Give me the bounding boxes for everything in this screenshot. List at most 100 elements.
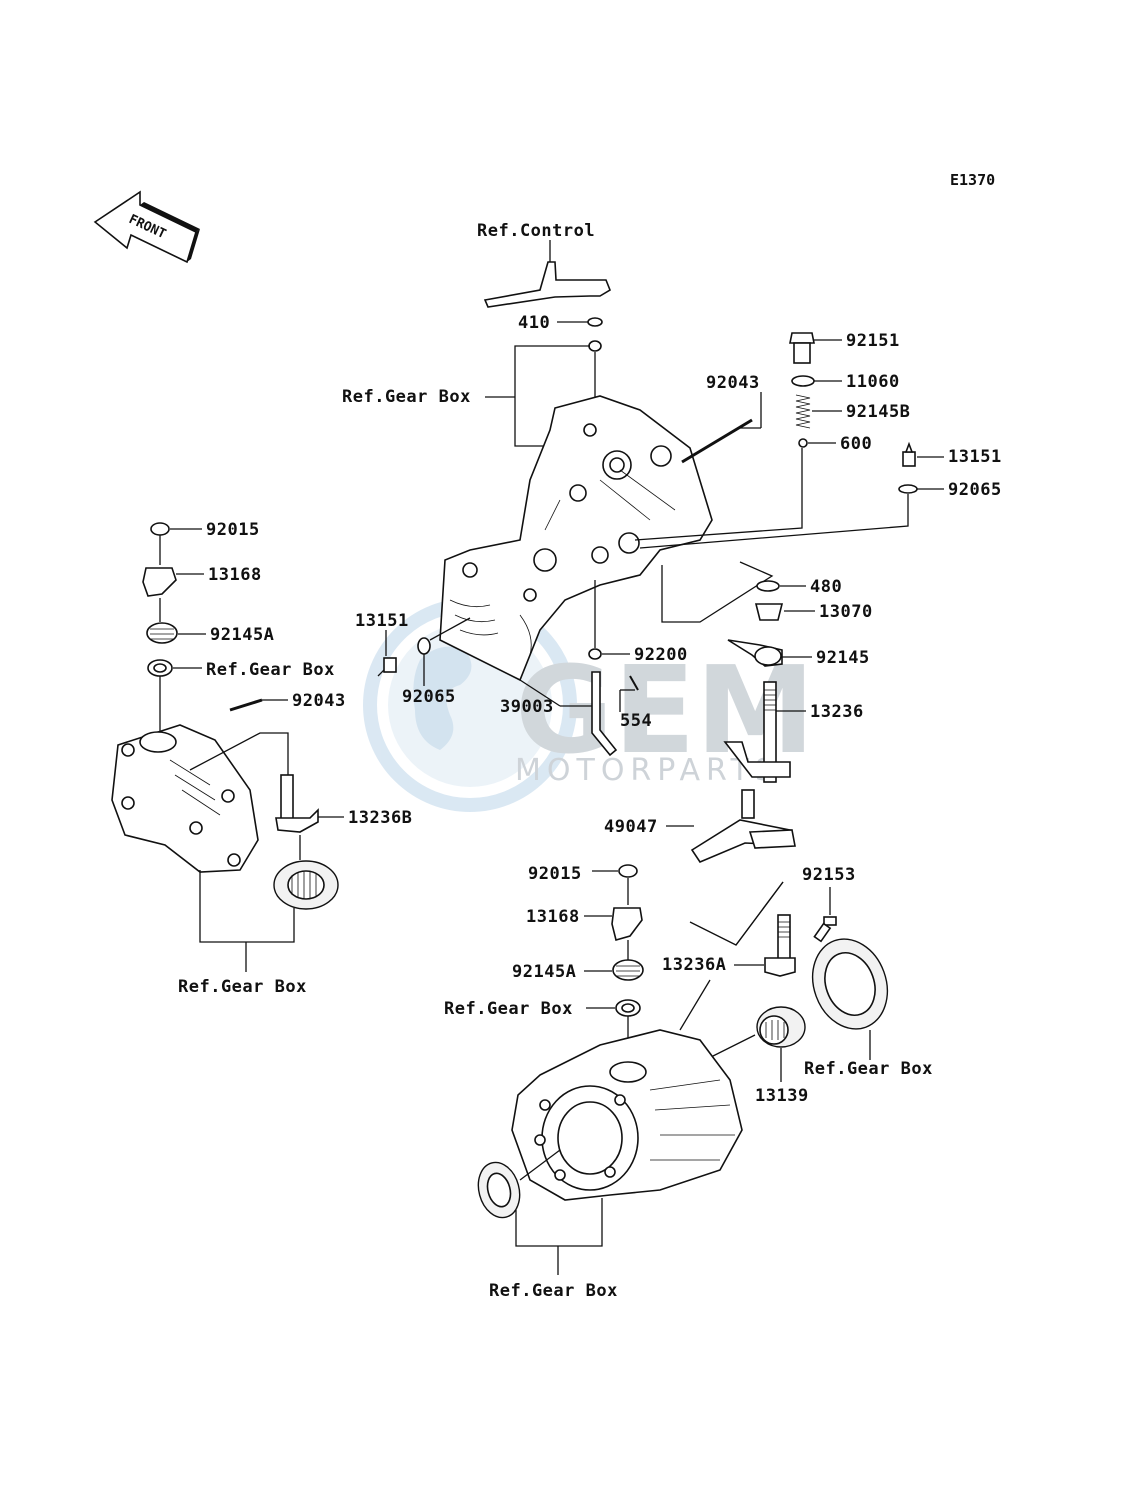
control-bracket	[483, 240, 611, 308]
spring-92145A-left-icon	[146, 622, 178, 644]
label-ref-gear-box-top: Ref.Gear Box	[342, 387, 471, 407]
label-13151-left: 13151	[355, 611, 409, 631]
lever-39003-icon	[591, 671, 618, 757]
left-case-hole-2	[121, 796, 135, 810]
gear-left-teeth	[291, 872, 317, 898]
gear-left-icon	[273, 860, 339, 910]
label-92145A-left: 92145A	[210, 625, 274, 645]
lower-case-hole-2	[534, 1134, 546, 1146]
label-92153: 92153	[802, 865, 856, 885]
bolt-92153-head	[823, 916, 837, 926]
circlip-480-icon	[756, 580, 780, 592]
switch-13151-left-tip	[377, 669, 385, 677]
lead-ref-gear-box-left-bottom	[199, 870, 295, 943]
gear-left-inner	[287, 870, 325, 900]
bolt-92153-icon	[813, 916, 837, 943]
diagram-code: E1370	[950, 171, 995, 189]
label-ref-gear-box-left: Ref.Gear Box	[206, 660, 335, 680]
lower-case-ribs	[649, 1079, 735, 1161]
ball-600-icon	[798, 438, 808, 448]
label-92015-mid: 92015	[528, 864, 582, 884]
switch-13151-right-icon	[902, 441, 916, 467]
bearing-right-inner	[824, 952, 876, 1016]
switch-13151-right-body	[902, 451, 916, 467]
lower-gear-case	[511, 1029, 743, 1201]
upper-case-details	[544, 469, 676, 531]
label-13168-mid: 13168	[526, 907, 580, 927]
left-gear-case	[111, 724, 259, 873]
left-case-bore	[139, 731, 177, 753]
spring-92145-icon	[727, 639, 783, 667]
shaft-13236-splines	[764, 689, 776, 711]
label-ref-control: Ref.Control	[477, 221, 595, 241]
bush-13070-icon	[754, 603, 784, 621]
label-13168-left: 13168	[208, 565, 262, 585]
bolt-92153-shank	[813, 922, 832, 943]
lead-92065-right-to-case	[639, 494, 909, 549]
lead-600-to-case	[634, 448, 803, 541]
washer-92065-right-icon	[898, 484, 918, 494]
spring-92145A-mid-coils	[616, 965, 640, 977]
spring-92145A-mid-icon	[612, 959, 644, 981]
label-92043-left: 92043	[292, 691, 346, 711]
seal-left-inner	[153, 663, 167, 673]
left-case-hole-5	[221, 789, 235, 803]
arm-13168-mid-icon	[611, 907, 643, 941]
lead-13236A-upper-b	[735, 881, 784, 946]
lower-case-top-bore	[609, 1061, 647, 1083]
left-gear-case-body	[111, 724, 259, 873]
label-13070: 13070	[819, 602, 873, 622]
label-11060: 11060	[846, 372, 900, 392]
spring-92145-coil	[754, 646, 782, 666]
upper-case-ribs	[449, 599, 532, 656]
label-92145B: 92145B	[846, 402, 910, 422]
lower-case-hole-4	[604, 1166, 616, 1178]
watermark-continent	[413, 646, 472, 750]
label-92200: 92200	[634, 645, 688, 665]
front-arrow-shade	[140, 202, 200, 232]
fork-49047-rod	[748, 829, 796, 849]
upper-gear-case	[439, 395, 713, 682]
left-case-hole-3	[189, 821, 203, 835]
switch-13151-right-tip	[904, 441, 914, 453]
label-92043-top: 92043	[706, 373, 760, 393]
label-13151-right: 13151	[948, 447, 1002, 467]
upper-case-bore-4	[618, 532, 640, 554]
washer-410-icon	[587, 317, 603, 327]
switch-13151-left-body	[383, 657, 397, 673]
sleeve-13139-inner	[759, 1015, 789, 1045]
label-92151: 92151	[846, 331, 900, 351]
label-480: 480	[810, 577, 842, 597]
lead-13236A-upper	[689, 881, 784, 946]
lower-case-main-bore-inner	[557, 1101, 623, 1175]
label-410: 410	[518, 313, 550, 333]
shaft-13236A-icon	[764, 914, 796, 977]
watermark-subtext: MOTORPARTS	[515, 753, 780, 788]
plug-top-icon	[588, 340, 602, 352]
fork-49047-icon	[690, 789, 796, 863]
bolt-92151-shank	[793, 342, 811, 364]
upper-case-bore-6	[533, 548, 557, 572]
shaft-13236B-icon	[275, 774, 319, 833]
upper-case-bore-5	[591, 546, 609, 564]
label-13236: 13236	[810, 702, 864, 722]
spring-92145B-icon	[795, 394, 811, 429]
lower-case-hole-5	[614, 1094, 626, 1106]
label-ref-gear-box-right: Ref.Gear Box	[804, 1059, 933, 1079]
shaft-13236B-body	[280, 774, 294, 821]
pin-554-icon	[629, 675, 639, 691]
shaft-13236-body	[763, 681, 777, 783]
nut-92015-mid-icon	[618, 864, 638, 878]
label-92065-left: 92065	[402, 687, 456, 707]
lower-case-hole-3	[554, 1169, 566, 1181]
left-case-hole-4	[227, 853, 241, 867]
seal-mid-inner	[621, 1003, 635, 1013]
control-bracket-shape	[483, 261, 611, 308]
bearing-right-icon	[811, 938, 889, 1030]
upper-case-bore-1-inner	[609, 457, 625, 473]
gasket-11060-icon	[791, 375, 815, 387]
label-13236A: 13236A	[662, 955, 726, 975]
label-39003: 39003	[500, 697, 554, 717]
upper-case-bore-8	[523, 588, 537, 602]
